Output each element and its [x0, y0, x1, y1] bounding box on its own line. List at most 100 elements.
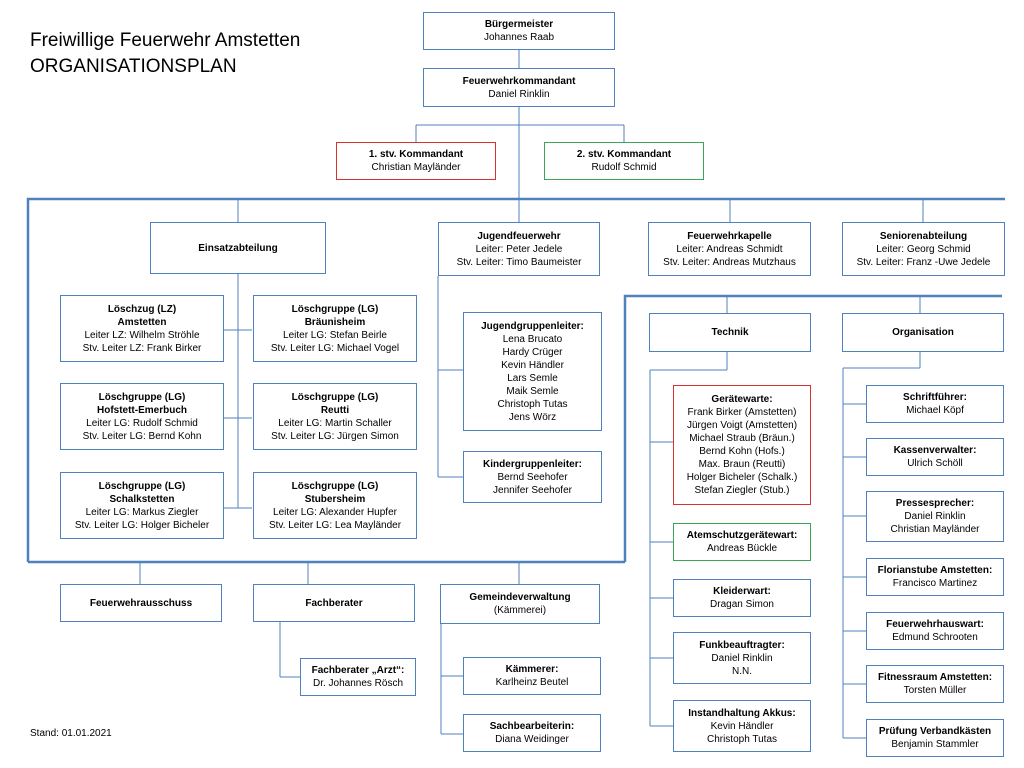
box-line: N.N. [732, 665, 752, 677]
box-line: Stv. Leiter LZ: Frank Birker [82, 342, 202, 354]
stand-date: Stand: 01.01.2021 [30, 728, 112, 739]
box-pressesprecher: Pressesprecher: Daniel Rinklin Christian… [866, 491, 1004, 542]
box-fachberater-arzt: Fachberater „Arzt“: Dr. Johannes Rösch [300, 658, 416, 696]
box-line: Dragan Simon [710, 599, 774, 610]
box-line: Stv. Leiter: Franz -Uwe Jedele [856, 256, 991, 268]
box-line: Ulrich Schöll [907, 458, 963, 469]
box-line: Frank Birker (Amstetten) [687, 407, 797, 418]
box-title: Feuerwehrhauswart: [886, 619, 984, 630]
box-title: Kassenverwalter: [893, 445, 977, 456]
box-lg-stubersheim: Löschgruppe (LG) Stubersheim Leiter LG: … [253, 472, 417, 539]
box-line: Daniel Rinklin [904, 511, 966, 522]
box-title: Instandhaltung Akkus: [688, 707, 796, 719]
box-line: Daniel Rinklin [488, 88, 550, 100]
box-line: Karlheinz Beutel [495, 677, 569, 688]
box-line: Leiter LG: Rudolf Schmid [86, 417, 198, 429]
box-title: Kämmerer: [505, 664, 559, 675]
box-line: Stv. Leiter: Timo Baumeister [456, 256, 582, 268]
box-title: Löschgruppe (LG) Bräunisheim [291, 303, 379, 328]
box-title: Atemschutzgerätewart: [686, 530, 798, 541]
box-line: Stv. Leiter LG: Bernd Kohn [82, 430, 202, 442]
box-title: Jugendgruppenleiter: [481, 320, 584, 332]
box-line: Leiter LZ: Wilhelm Ströhle [84, 329, 200, 341]
box-line: Andreas Bückle [706, 543, 778, 554]
box-line: Kevin Händler [501, 359, 564, 371]
box-line: Christoph Tutas [497, 398, 568, 410]
box-line: Edmund Schrooten [892, 632, 978, 643]
box-instandhaltung-akkus: Instandhaltung Akkus: Kevin Händler Chri… [673, 700, 811, 752]
box-line: Christian Mayländer [890, 524, 980, 535]
box-title: Gerätewarte: [711, 394, 773, 405]
box-title: Technik [711, 327, 749, 338]
box-line: Stv. Leiter LG: Michael Vogel [270, 342, 400, 354]
box-title: 2. stv. Kommandant [576, 149, 672, 160]
box-title: Löschgruppe (LG) Reutti [291, 391, 379, 416]
box-line: Stv. Leiter LG: Holger Bicheler [74, 519, 210, 531]
box-buergermeister: Bürgermeister Johannes Raab [423, 12, 615, 50]
box-line: Leiter LG: Martin Schaller [278, 417, 392, 429]
box-title: Feuerwehrkapelle [687, 230, 772, 242]
box-kleiderwart: Kleiderwart: Dragan Simon [673, 579, 811, 617]
box-title: Feuerwehrausschuss [89, 597, 193, 609]
box-title: Organisation [892, 327, 954, 338]
box-line: Daniel Rinklin [711, 652, 773, 664]
box-line: Rudolf Schmid [591, 162, 657, 173]
box-title: Feuerwehrkommandant [462, 75, 576, 87]
box-schriftfuehrer: Schriftführer: Michael Köpf [866, 385, 1004, 423]
box-line: Stv. Leiter LG: Lea Mayländer [268, 519, 402, 531]
box-title: Sachbearbeiterin: [489, 721, 575, 732]
box-kaemmerer: Kämmerer: Karlheinz Beutel [463, 657, 601, 695]
box-lg-hofstett: Löschgruppe (LG) Hofstett-Emerbuch Leite… [60, 383, 224, 450]
box-line: Maik Semle [506, 385, 559, 397]
box-line: Leiter: Andreas Schmidt [676, 243, 783, 255]
box-title: Fachberater „Arzt“: [311, 665, 405, 676]
box-title: Jugendfeuerwehr [477, 230, 561, 242]
box-line: Leiter LG: Alexander Hupfer [273, 506, 397, 518]
box-jugendfeuerwehr: Jugendfeuerwehr Leiter: Peter Jedele Stv… [438, 222, 600, 276]
doc-title: ORGANISATIONSPLAN [30, 56, 237, 77]
box-line: Michael Straub (Bräun.) [689, 433, 795, 444]
box-feuerwehrausschuss: Feuerwehrausschuss [60, 584, 222, 622]
box-seniorenabteilung: Seniorenabteilung Leiter: Georg Schmid S… [842, 222, 1005, 276]
box-line: Leiter: Georg Schmid [876, 243, 971, 255]
box-line: Stv. Leiter: Andreas Mutzhaus [663, 256, 796, 268]
box-title: Kleiderwart: [713, 586, 771, 597]
box-title: Pressesprecher: [895, 498, 975, 509]
box-title: Löschgruppe (LG) Hofstett-Emerbuch [96, 391, 187, 416]
box-gemeindeverwaltung: Gemeindeverwaltung (Kämmerei) [440, 584, 600, 624]
box-fachberater: Fachberater [253, 584, 415, 622]
box-florianstube: Florianstube Amstetten: Francisco Martin… [866, 558, 1004, 596]
box-line: Johannes Raab [483, 32, 555, 43]
box-title: Löschgruppe (LG) Stubersheim [291, 480, 379, 505]
box-kassenverwalter: Kassenverwalter: Ulrich Schöll [866, 438, 1004, 476]
box-line: Christian Mayländer [371, 162, 461, 173]
box-line: Francisco Martinez [892, 578, 978, 589]
box-geraetewarte: Gerätewarte: Frank Birker (Amstetten) Jü… [673, 385, 811, 505]
box-jugendgruppenleiter: Jugendgruppenleiter: Lena Brucato Hardy … [463, 312, 602, 431]
box-title: Fachberater [305, 597, 363, 609]
box-stv1-kommandant: 1. stv. Kommandant Christian Mayländer [336, 142, 496, 180]
box-feuerwehrkapelle: Feuerwehrkapelle Leiter: Andreas Schmidt… [648, 222, 811, 276]
box-title: Einsatzabteilung [198, 242, 278, 254]
box-line: Lars Semle [507, 372, 558, 384]
box-line: Leiter LG: Markus Ziegler [85, 506, 199, 518]
box-line: Diana Weidinger [495, 734, 569, 745]
box-lg-braeunisheim: Löschgruppe (LG) Bräunisheim Leiter LG: … [253, 295, 417, 362]
box-title: Gemeindeverwaltung [469, 592, 571, 603]
box-sachbearbeiterin: Sachbearbeiterin: Diana Weidinger [463, 714, 601, 752]
box-title: Schriftführer: [903, 392, 967, 403]
box-line: Lena Brucato [502, 333, 563, 345]
box-lg-schalkstetten: Löschgruppe (LG) Schalkstetten Leiter LG… [60, 472, 224, 539]
box-line: Bernd Kohn (Hofs.) [699, 446, 785, 457]
box-line: Torsten Müller [903, 685, 967, 696]
box-title: Fitnessraum Amstetten: [877, 672, 993, 683]
box-feuerwehrhauswart: Feuerwehrhauswart: Edmund Schrooten [866, 612, 1004, 650]
box-line: Kevin Händler [710, 720, 774, 732]
box-title: Florianstube Amstetten: [877, 565, 993, 576]
box-stv2-kommandant: 2. stv. Kommandant Rudolf Schmid [544, 142, 704, 180]
box-lz-amstetten: Löschzug (LZ) Amstetten Leiter LZ: Wilhe… [60, 295, 224, 362]
box-line: Dr. Johannes Rösch [312, 678, 404, 689]
box-title: Prüfung Verbandkästen [878, 726, 992, 737]
box-line: Jens Wörz [508, 411, 557, 423]
